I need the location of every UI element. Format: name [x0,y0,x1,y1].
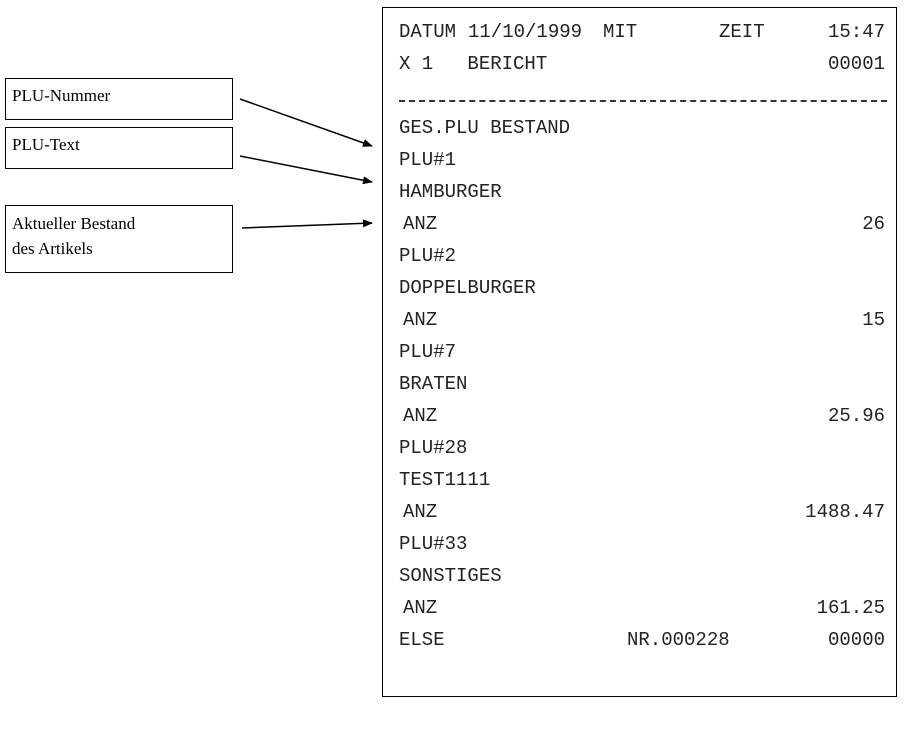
arrow-plu-text [239,155,373,185]
stock-value: 15 [862,309,885,331]
callout-plu-text: PLU-Text [5,127,233,169]
plu-text-row: BRATEN [399,373,885,405]
callout-arrows [239,98,373,229]
plu-number-row: PLU#2 [399,245,885,277]
receipt-date: 11/10/1999 [468,21,583,43]
stock-row: ANZ 25.96 [399,405,885,437]
report-title: GES.PLU BESTAND [399,117,885,149]
zeit-label: ZEIT [719,21,765,43]
callout-plu-number: PLU-Nummer [5,78,233,120]
footer-value: 00000 [827,629,885,651]
plu-number-row: PLU#7 [399,341,885,373]
plu-text: HAMBURGER [399,181,502,203]
plu-number: PLU#7 [399,341,457,363]
receipt-weekday: MIT [603,21,638,43]
report-number: 00001 [827,53,885,75]
callout-text-line-1: Aktueller Bestand [12,214,136,233]
receipt-time: 15:47 [827,21,885,43]
stock-label: ANZ [403,405,438,427]
callout-text-line-2: des Artikels [12,239,93,258]
stock-value: 26 [862,213,885,235]
plu-number: PLU#33 [399,533,468,555]
footer-nr: NR.000228 [627,629,730,651]
arrow-current-stock [241,219,373,229]
plu-text-row: TEST1111 [399,469,885,501]
plu-text: BRATEN [399,373,468,395]
stock-row: ANZ 1488.47 [399,501,885,533]
stock-value: 25.96 [827,405,885,427]
datum-label: DATUM [399,21,457,43]
receipt-header: DATUM 11/10/1999 MIT ZEIT 15:47 [399,21,885,53]
callout-text: PLU-Text [12,135,80,154]
report-label: X 1 BERICHT [399,53,548,75]
stock-row: ANZ 161.25 [399,597,885,629]
arrow-plu-number [239,98,373,147]
footer-label: ELSE [399,629,445,651]
stock-row: ANZ 15 [399,309,885,341]
plu-text-row: DOPPELBURGER [399,277,885,309]
stock-label: ANZ [403,501,438,523]
stock-value: 161.25 [816,597,885,619]
stock-value: 1488.47 [805,501,885,523]
footer-line: ELSE NR.000228 00000 [399,629,885,661]
report-line: X 1 BERICHT 00001 [399,53,885,85]
receipt: DATUM 11/10/1999 MIT ZEIT 15:47 X 1 BERI… [382,7,897,697]
callout-text: PLU-Nummer [12,86,111,105]
plu-number-row: PLU#33 [399,533,885,565]
plu-text-row: SONSTIGES [399,565,885,597]
stock-label: ANZ [403,309,438,331]
plu-text: TEST1111 [399,469,491,491]
plu-number: PLU#28 [399,437,468,459]
plu-text: DOPPELBURGER [399,277,536,299]
stock-label: ANZ [403,213,438,235]
stock-row: ANZ 26 [399,213,885,245]
report-title-text: GES.PLU BESTAND [399,117,571,139]
plu-number-row: PLU#1 [399,149,885,181]
plu-number-row: PLU#28 [399,437,885,469]
stock-label: ANZ [403,597,438,619]
plu-text-row: HAMBURGER [399,181,885,213]
plu-number: PLU#1 [399,149,457,171]
plu-text: SONSTIGES [399,565,502,587]
callout-current-stock: Aktueller Bestand des Artikels [5,205,233,273]
plu-number: PLU#2 [399,245,457,267]
separator [399,100,887,102]
